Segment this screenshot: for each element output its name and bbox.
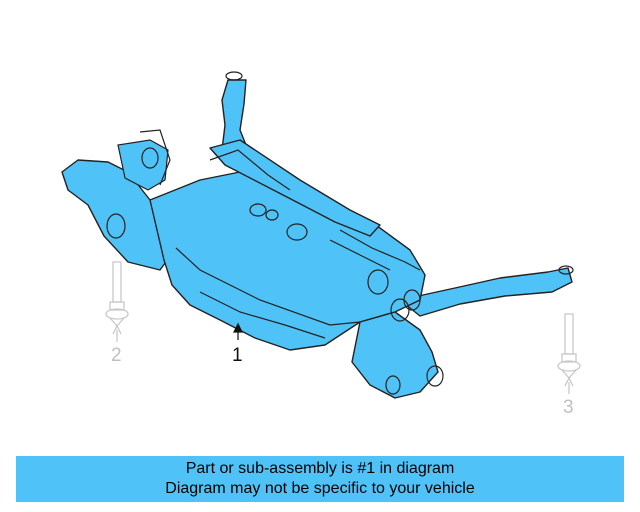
banner-line-2: Diagram may not be specific to your vehi… [165, 480, 475, 497]
callout-3[interactable]: 3 [563, 398, 574, 417]
banner-line-1: Part or sub-assembly is #1 in diagram [185, 460, 455, 477]
callout-2-label: 2 [111, 345, 122, 366]
info-banner: Part or sub-assembly is #1 in diagram Di… [16, 456, 624, 502]
bolt-3-ghost [557, 313, 581, 394]
callout-3-label: 3 [563, 397, 574, 418]
bolt-2-ghost [105, 261, 129, 342]
parts-diagram [61, 71, 581, 399]
callout-2[interactable]: 2 [111, 346, 122, 365]
callout-1-label: 1 [232, 345, 243, 366]
callout-1[interactable]: 1 [232, 346, 243, 365]
subframe-details [106, 71, 574, 395]
subframe-assembly[interactable] [61, 79, 573, 399]
callout-leader-1 [233, 322, 243, 340]
